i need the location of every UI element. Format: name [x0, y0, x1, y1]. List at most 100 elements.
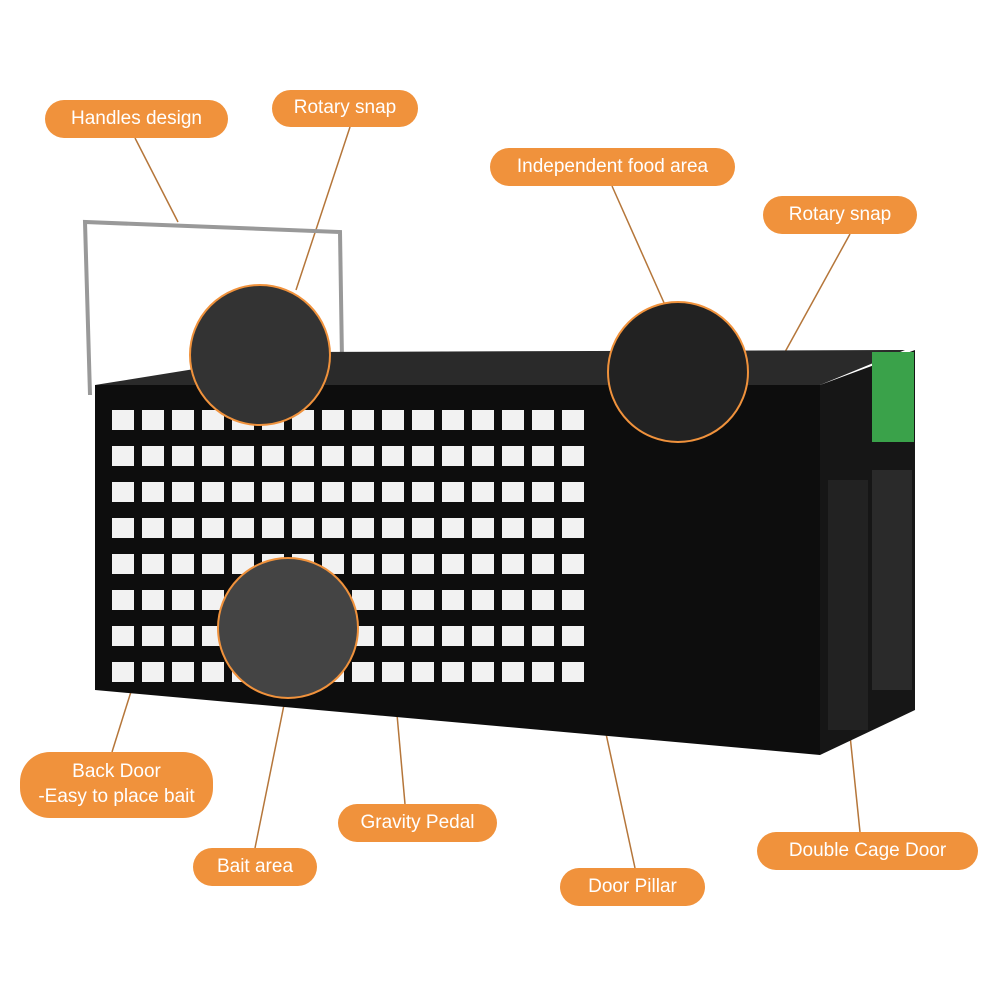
cage-window: [562, 662, 584, 682]
cage-window: [112, 554, 134, 574]
cage-window: [562, 446, 584, 466]
cage-window: [172, 662, 194, 682]
cage-window: [352, 410, 374, 430]
cage-window: [502, 554, 524, 574]
cage-window: [412, 410, 434, 430]
cage-window: [472, 410, 494, 430]
cage-window: [472, 662, 494, 682]
cage-window: [352, 662, 374, 682]
cage-window: [232, 518, 254, 538]
cage-window: [532, 446, 554, 466]
cage-window: [532, 626, 554, 646]
cage-window: [442, 590, 464, 610]
label-sticker: [872, 352, 914, 442]
cage-window: [532, 518, 554, 538]
cage-window: [172, 482, 194, 502]
cage-window: [502, 446, 524, 466]
cage-window: [472, 482, 494, 502]
cage-window: [202, 518, 224, 538]
cage-window: [292, 446, 314, 466]
cage-window: [232, 482, 254, 502]
label-double-cage-door: Double Cage Door: [757, 832, 978, 870]
cage-window: [352, 446, 374, 466]
cage-window: [262, 482, 284, 502]
cage-window: [352, 554, 374, 574]
cage-window: [532, 590, 554, 610]
cage-window: [532, 482, 554, 502]
cage-window: [112, 446, 134, 466]
cage-window: [442, 518, 464, 538]
label-door-pillar: Door Pillar: [560, 868, 705, 906]
cage-window: [562, 590, 584, 610]
cage-window: [232, 446, 254, 466]
cage-window: [262, 518, 284, 538]
cage-window: [442, 482, 464, 502]
cage-window: [562, 626, 584, 646]
cage-window: [502, 590, 524, 610]
cage-window: [442, 410, 464, 430]
cage-window: [412, 626, 434, 646]
cage-window: [562, 482, 584, 502]
cage-window: [442, 446, 464, 466]
cage-window: [202, 662, 224, 682]
cage-window: [172, 626, 194, 646]
cage-window: [202, 410, 224, 430]
cage-window: [382, 410, 404, 430]
cage-window: [472, 590, 494, 610]
cage-window: [142, 446, 164, 466]
back-door-title: Back Door: [72, 761, 161, 783]
cage-window: [112, 518, 134, 538]
cage-window: [562, 554, 584, 574]
cage-window: [502, 662, 524, 682]
cage-window: [502, 626, 524, 646]
cage-window: [142, 554, 164, 574]
cage-window: [352, 590, 374, 610]
cage-window: [382, 446, 404, 466]
cage-window: [322, 446, 344, 466]
cage-window: [532, 554, 554, 574]
cage-window: [472, 446, 494, 466]
cage-window: [502, 410, 524, 430]
cage-window: [202, 590, 224, 610]
cage-window: [292, 482, 314, 502]
cage-window: [352, 482, 374, 502]
cage-window: [382, 518, 404, 538]
label-back-door: Back Door -Easy to place bait: [20, 752, 213, 818]
cage-window: [502, 518, 524, 538]
cage-window: [322, 410, 344, 430]
cage-window: [562, 518, 584, 538]
cage-window: [472, 518, 494, 538]
cage-window: [172, 446, 194, 466]
cage-window: [412, 518, 434, 538]
cage-window: [442, 662, 464, 682]
cage-window: [292, 518, 314, 538]
cage-window: [202, 554, 224, 574]
cage-window: [172, 518, 194, 538]
cage-window: [382, 626, 404, 646]
label-handles-design: Handles design: [45, 100, 228, 138]
label-independent-food-area: Independent food area: [490, 148, 735, 186]
cage-window: [322, 482, 344, 502]
inset-circles: [189, 284, 749, 699]
cage-window: [532, 662, 554, 682]
cage-window: [172, 590, 194, 610]
cage-window: [172, 410, 194, 430]
cage-window: [412, 662, 434, 682]
cage-window: [142, 590, 164, 610]
cage-window: [202, 446, 224, 466]
back-door-subtitle: -Easy to place bait: [38, 786, 195, 807]
cage-window: [382, 590, 404, 610]
cage-window: [172, 554, 194, 574]
label-rotary-snap-right: Rotary snap: [763, 196, 917, 234]
cage-window: [262, 446, 284, 466]
cage-window: [472, 554, 494, 574]
label-rotary-snap-top: Rotary snap: [272, 90, 418, 127]
cage-window: [352, 518, 374, 538]
cage-window: [472, 626, 494, 646]
handle: [82, 219, 344, 396]
cage-window: [442, 554, 464, 574]
cage-window: [382, 482, 404, 502]
cage-window: [142, 626, 164, 646]
cage-window: [412, 446, 434, 466]
